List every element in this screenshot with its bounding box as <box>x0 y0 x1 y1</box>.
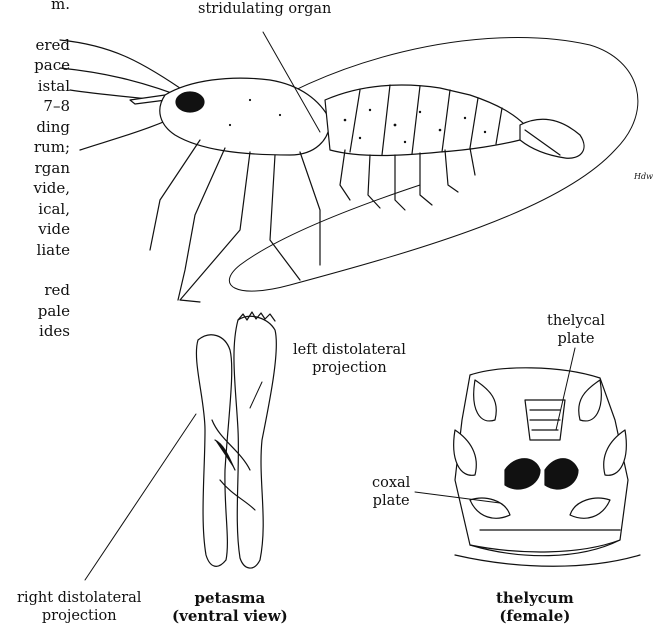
artist-signature: Hdw <box>634 168 653 186</box>
label-line: left distolateral <box>293 341 406 359</box>
caption-line: thelycum <box>496 589 574 607</box>
caption-thelycum: thelycum (female) <box>496 589 574 625</box>
right-distolateral-leader <box>85 414 196 580</box>
caption-line: (female) <box>496 607 574 625</box>
shrimp-illustration <box>60 38 638 302</box>
caption-petasma: petasma (ventral view) <box>172 589 288 625</box>
label-line: coxal <box>372 474 410 492</box>
label-line: plate <box>372 492 410 510</box>
petasma-illustration <box>196 312 276 568</box>
label-line: thelycal <box>547 312 605 330</box>
label-line: plate <box>547 330 605 348</box>
label-stridulating-organ: stridulating organ <box>198 0 331 18</box>
label-right-distolateral-projection: right distolateral projection <box>17 589 141 625</box>
label-line: projection <box>293 359 406 377</box>
label-thelycal-plate: thelycal plate <box>547 312 605 348</box>
label-line: right distolateral <box>17 589 141 607</box>
label-coxal-plate: coxal plate <box>372 474 410 510</box>
label-line: projection <box>17 607 141 625</box>
thelycum-illustration <box>454 368 640 566</box>
caption-line: (ventral view) <box>172 607 288 625</box>
caption-line: petasma <box>172 589 288 607</box>
label-left-distolateral-projection: left distolateral projection <box>293 341 406 377</box>
